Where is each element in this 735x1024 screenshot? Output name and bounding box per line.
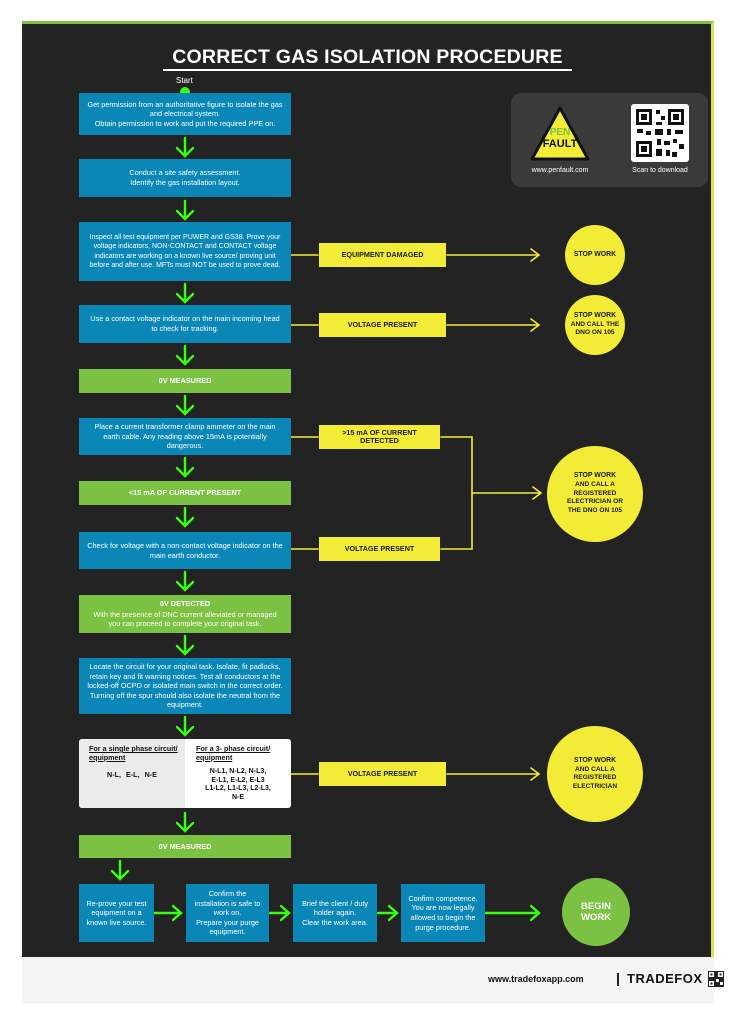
- condition-voltage-present-2: VOLTAGE PRESENT: [319, 537, 440, 561]
- outcome-stop-work-3-body: AND CALL A REGISTERED ELECTRICIAN OR THE…: [566, 481, 624, 515]
- outcome-stop-work-4-body: AND CALL A REGISTERED ELECTRICIAN: [572, 765, 618, 790]
- outcome-stop-work-2: STOP WORK AND CALL THE DNO ON 105: [565, 295, 625, 355]
- logo-panel: PEN FAULT www.penfault.com Scan to downl…: [511, 93, 708, 187]
- outcome-stop-work-1: STOP WORK: [565, 225, 625, 285]
- logo-text-line1: PEN: [550, 127, 571, 138]
- right-arrows: [152, 904, 541, 922]
- three-phase-column: For a 3- phase circuit/ equipment N-L1, …: [185, 739, 291, 808]
- final-step-brief-client: Brief the client / duty holder again. Cl…: [293, 884, 377, 942]
- step-site-assessment: Conduct a site safety assessment. Identi…: [79, 159, 291, 197]
- condition-voltage-present-1: VOLTAGE PRESENT: [319, 313, 446, 337]
- outcome-stop-work-1-title: STOP WORK: [573, 250, 617, 258]
- result-0v-detected-body: With the presence of DNC current allevia…: [93, 609, 277, 629]
- penfault-logo[interactable]: PEN FAULT: [529, 105, 591, 163]
- condition-equipment-damaged: EQUIPMENT DAMAGED: [319, 243, 446, 267]
- penfault-url[interactable]: www.penfault.com: [531, 167, 589, 174]
- step-locate-circuit: Locate the circuit for your original tas…: [79, 658, 291, 714]
- title-underline: [163, 69, 572, 71]
- outcome-stop-work-3: STOP WORK AND CALL A REGISTERED ELECTRIC…: [547, 446, 643, 542]
- final-step-confirm-competence: Confirm competence. You are now legally …: [401, 884, 485, 942]
- result-0v-measured-final: 0V MEASURED: [79, 835, 291, 858]
- logo-text-line2: FAULT: [543, 138, 578, 150]
- outcome-stop-work-2-body: AND CALL THE DNO ON 105: [570, 320, 620, 337]
- start-dot: [180, 87, 190, 97]
- footer-brand: TRADEFOX: [627, 971, 703, 986]
- phase-test-table: For a single phase circuit/ equipment N-…: [79, 739, 291, 808]
- outcome-stop-work-3-title: STOP WORK: [573, 472, 617, 480]
- single-phase-heading: For a single phase circuit/ equipment: [89, 744, 178, 762]
- three-phase-values: N-L1, N-L2, N-L3, E-L1, E-L2, E-L3 L1-L2…: [205, 768, 271, 801]
- footer-separator: [617, 973, 619, 986]
- condition-over-15ma: >15 mA OF CURRENT DETECTED: [319, 425, 440, 449]
- result-0v-detected-title: 0V DETECTED: [159, 599, 211, 609]
- begin-work-circle: BEGIN WORK: [562, 878, 630, 946]
- result-0v-measured: 0V MEASURED: [79, 369, 291, 393]
- final-step-confirm-safe: Confirm the installation is safe to work…: [186, 884, 269, 942]
- footer-qr-icon[interactable]: [708, 971, 724, 987]
- page-title: CORRECT GAS ISOLATION PROCEDURE: [172, 46, 563, 68]
- step-permission: Get permission from an authoritative fig…: [79, 93, 291, 135]
- step-non-contact-check: Check for voltage with a non-contact vol…: [79, 532, 291, 569]
- outcome-stop-work-2-title: STOP WORK: [573, 311, 617, 319]
- footer: www.tradefoxapp.com TRADEFOX: [22, 957, 724, 1003]
- step-inspect-equipment: Inspect all test equipment per PUWER and…: [79, 222, 291, 281]
- down-arrows: [110, 136, 195, 881]
- condition-voltage-present-3: VOLTAGE PRESENT: [319, 762, 446, 786]
- footer-url[interactable]: www.tradefoxapp.com: [488, 974, 584, 984]
- step-contact-indicator: Use a contact voltage indicator on the m…: [79, 305, 291, 343]
- yellow-connectors: [290, 248, 543, 781]
- single-phase-values: N-L, E-L, N-E: [107, 770, 157, 779]
- outcome-stop-work-4: STOP WORK AND CALL A REGISTERED ELECTRIC…: [547, 726, 643, 822]
- result-under-15ma: <15 mA OF CURRENT PRESENT: [79, 481, 291, 505]
- qr-scan-label: Scan to download: [632, 167, 688, 174]
- start-label: Start: [176, 76, 193, 85]
- qr-code-icon[interactable]: [631, 104, 689, 162]
- step-clamp-ammeter: Place a current transformer clamp ammete…: [79, 418, 291, 455]
- final-step-reprove: Re-prove your test equipment on a known …: [79, 884, 154, 942]
- result-0v-detected: 0V DETECTED With the presence of DNC cur…: [79, 595, 291, 633]
- outcome-stop-work-4-title: STOP WORK: [573, 756, 617, 764]
- three-phase-heading: For a 3- phase circuit/ equipment: [196, 744, 271, 762]
- single-phase-column: For a single phase circuit/ equipment N-…: [79, 739, 185, 808]
